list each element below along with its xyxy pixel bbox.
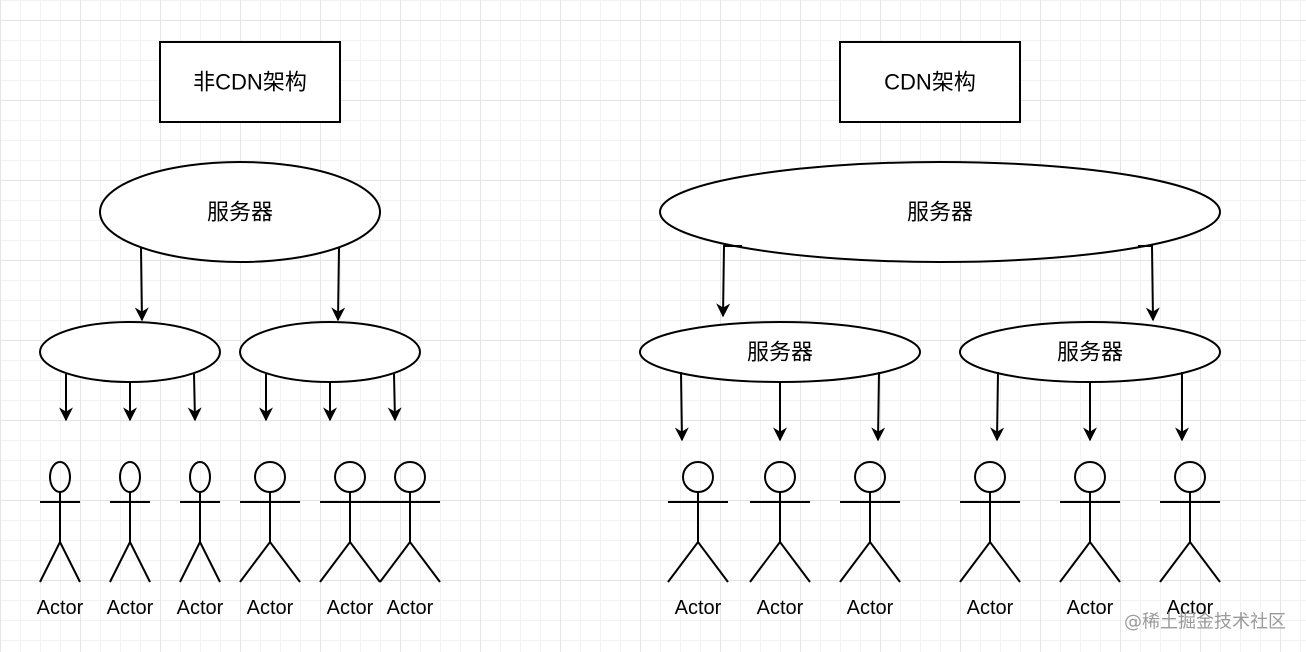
actor-label: Actor [675, 597, 722, 619]
actor-right-1[interactable]: Actor [667, 461, 729, 619]
origin-server-left[interactable]: 服务器 [99, 161, 381, 263]
actor-left-1[interactable]: Actor [37, 461, 84, 619]
actor-left-2[interactable]: Actor [107, 461, 154, 619]
sub-server-left-2[interactable] [239, 321, 421, 383]
actor-right-6[interactable]: Actor [1159, 461, 1221, 619]
actor-left-6[interactable]: Actor [379, 461, 441, 619]
edge-sub-to-actor-left-6[interactable] [387, 373, 402, 422]
actor-label: Actor [967, 597, 1014, 619]
sub-server-left-1[interactable] [39, 321, 221, 383]
origin-server-right-label: 服务器 [907, 200, 973, 225]
edge-server-1[interactable]: 服务器 [639, 321, 921, 383]
title-box-non-cdn[interactable]: 非CDN架构 [159, 41, 341, 123]
edge-server-to-actor-right-1[interactable] [674, 371, 689, 442]
edge-origin-to-edge-server-2[interactable] [1138, 245, 1160, 322]
edge-server-2[interactable]: 服务器 [959, 321, 1221, 383]
title-non-cdn: 非CDN架构 [193, 70, 307, 95]
actor-label: Actor [757, 597, 804, 619]
edge-origin-to-edge-server-1[interactable] [716, 245, 742, 318]
origin-server-right[interactable]: 服务器 [659, 161, 1221, 263]
watermark: @稀土掘金技术社区 [1124, 612, 1286, 633]
cdn-architecture: CDN架构 服务器 服务器 服务器 Actor Ac [639, 41, 1221, 619]
actor-right-2[interactable]: Actor [749, 461, 811, 619]
edge-server-to-actor-right-3[interactable] [871, 371, 886, 442]
actor-label: Actor [247, 597, 294, 619]
actor-right-4[interactable]: Actor [959, 461, 1021, 619]
actor-label: Actor [177, 597, 224, 619]
actor-label: Actor [847, 597, 894, 619]
actor-label: Actor [327, 597, 374, 619]
edge-server-2-label: 服务器 [1057, 340, 1123, 365]
title-box-cdn[interactable]: CDN架构 [839, 41, 1021, 123]
actor-right-3[interactable]: Actor [839, 461, 901, 619]
actor-label: Actor [1067, 597, 1114, 619]
actor-right-5[interactable]: Actor [1059, 461, 1121, 619]
edge-server-to-actor-right-4[interactable] [990, 371, 1005, 442]
origin-server-left-label: 服务器 [207, 200, 273, 225]
actor-label: Actor [107, 597, 154, 619]
actor-left-5[interactable]: Actor [319, 461, 381, 619]
edge-server-1-label: 服务器 [747, 340, 813, 365]
actor-label: Actor [1167, 597, 1214, 619]
title-cdn: CDN架构 [884, 70, 976, 95]
edge-origin-to-sub-left-2[interactable] [331, 247, 346, 322]
edge-origin-to-sub-left-1[interactable] [134, 247, 149, 322]
actor-label: Actor [37, 597, 84, 619]
actor-label: Actor [387, 597, 434, 619]
actor-left-3[interactable]: Actor [177, 461, 224, 619]
non-cdn-architecture: 非CDN架构 服务器 Actor Actor [37, 41, 441, 619]
actor-left-4[interactable]: Actor [239, 461, 301, 619]
edge-sub-to-actor-left-3[interactable] [187, 373, 202, 422]
